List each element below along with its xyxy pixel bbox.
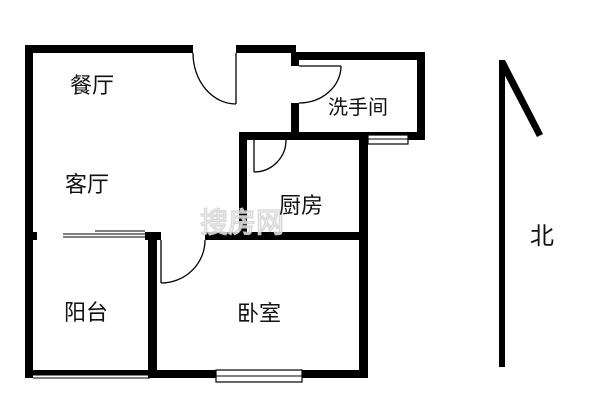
wall-bathroom-left-lower: [291, 103, 299, 140]
north-label: 北: [530, 222, 554, 250]
room-label-living: 客厅: [65, 173, 109, 198]
wall-bedroom-left: [148, 232, 157, 378]
wall-bottom-balcony: [25, 370, 153, 375]
north-arrow-shaft: [499, 60, 505, 367]
wall-left: [25, 45, 33, 378]
wall-kitchen-left: [239, 132, 247, 240]
wall-kitchen-bottom: [205, 232, 368, 240]
north-arrow-head: [499, 60, 543, 137]
watermark-text: 搜房网: [200, 206, 284, 239]
door-entrance-swing: [192, 52, 237, 105]
room-label-kitchen: 厨房: [279, 194, 323, 219]
door-bedroom-swing: [160, 239, 206, 284]
wall-top-middle: [236, 45, 296, 53]
wall-bathroom-top: [291, 52, 425, 60]
room-label-balcony: 阳台: [64, 301, 108, 326]
wall-top-left: [25, 45, 193, 53]
wall-bedroom-right: [359, 135, 368, 378]
wall-bathroom-bottom: [291, 132, 425, 140]
door-kitchen-swing: [253, 139, 287, 173]
north-arrow-icon: [499, 60, 543, 367]
doors: [160, 52, 342, 284]
wall-balcony-top-stub: [25, 232, 37, 240]
room-label-bedroom: 卧室: [237, 302, 281, 327]
door-bathroom-swing: [298, 65, 342, 104]
wall-bathroom-left-upper: [291, 52, 299, 66]
room-label-bathroom: 洗手间: [328, 95, 388, 119]
windows: [33, 134, 409, 383]
room-label-dining: 餐厅: [70, 74, 114, 99]
wall-bathroom-right: [417, 52, 425, 140]
wall-kitchen-top: [239, 132, 299, 140]
